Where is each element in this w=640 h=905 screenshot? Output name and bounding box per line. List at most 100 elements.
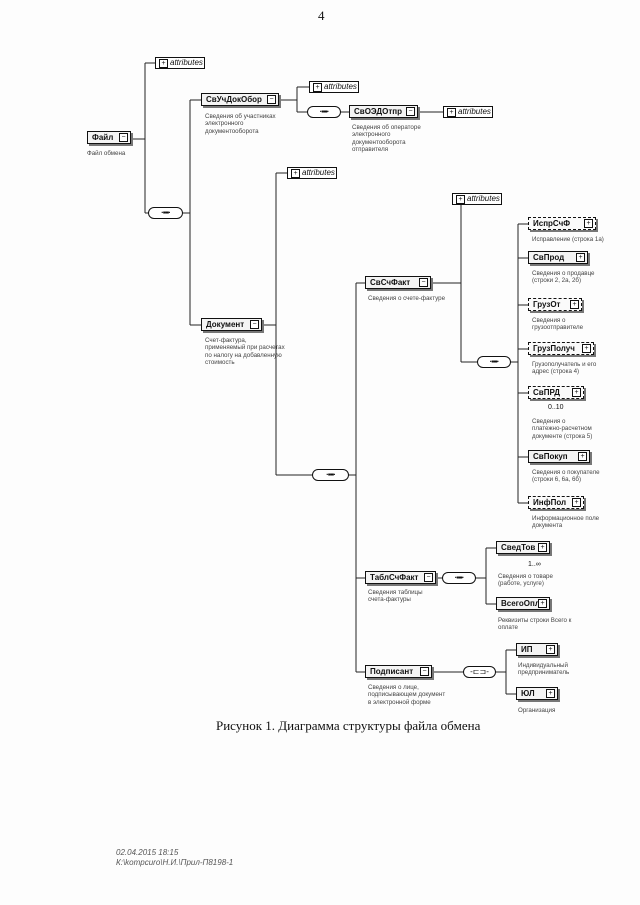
collapse-icon[interactable]: − (420, 667, 429, 676)
expand-icon[interactable]: + (447, 108, 456, 117)
footer-path: К:\kompcuro\Н.И.\Прил-П8198-1 (116, 858, 234, 867)
sequence-compositor[interactable]: ·▪▪▪· (477, 356, 511, 368)
attributes-label: attributes (467, 194, 500, 203)
node-svedtov-label: СведТов (501, 543, 536, 552)
expand-icon[interactable]: + (313, 83, 322, 92)
node-svschfakt[interactable]: СвСчФакт − (365, 276, 431, 289)
node-file-desc: Файл обмена (87, 150, 126, 157)
node-svedtov[interactable]: СведТов + (496, 541, 550, 554)
node-svprod-desc: Сведения о продавце (строки 2, 2а, 2б) (532, 270, 595, 285)
node-svprd-multiplicity: 0..10 (548, 404, 564, 411)
node-gruzpoluch[interactable]: ГрузПолуч + (528, 342, 594, 355)
node-isprschf-desc: Исправление (строка 1а) (532, 236, 604, 243)
node-gruzpoluch-desc: Грузополучатель и его адрес (строка 4) (532, 361, 597, 376)
sequence-compositor[interactable]: ·▪▪▪· (442, 572, 476, 584)
node-document-desc: Счет-фактура, применяемый при расчетах п… (205, 337, 285, 367)
sequence-icon: ·▪▪▪· (326, 470, 336, 479)
sequence-compositor[interactable]: ·▪▪▪· (312, 469, 349, 481)
expand-icon[interactable]: + (576, 253, 585, 262)
node-svedtov-desc: Сведения о товаре (работе, услуге) (498, 573, 553, 588)
collapse-icon[interactable]: − (250, 320, 259, 329)
attributes-file[interactable]: + attributes (155, 57, 205, 69)
node-podpisant-desc: Сведения о лице, подписывающем документ … (368, 684, 446, 706)
node-document[interactable]: Документ − (201, 318, 262, 331)
node-svprod-label: СвПрод (533, 253, 565, 262)
node-svuchdokobor[interactable]: СвУчДокОбор − (201, 93, 279, 106)
node-ip-desc: Индивидуальный предприниматель (518, 662, 570, 677)
node-svpokup-desc: Сведения о покупателе (строки 6, 6а, 6б) (532, 469, 600, 484)
node-infpol[interactable]: ИнфПол + (528, 496, 584, 509)
sequence-icon: ·▪▪▪· (454, 573, 465, 582)
expand-icon[interactable]: + (546, 645, 555, 654)
attributes-label: attributes (324, 82, 357, 91)
expand-icon[interactable]: + (572, 498, 581, 507)
sequence-compositor[interactable]: ·▪▪▪· (307, 106, 341, 118)
collapse-icon[interactable]: − (424, 573, 433, 582)
expand-icon[interactable]: + (546, 689, 555, 698)
expand-icon[interactable]: + (570, 300, 579, 309)
expand-icon[interactable]: + (538, 599, 547, 608)
sequence-compositor[interactable]: ·▪▪▪· (148, 207, 183, 219)
attributes-label: attributes (458, 107, 491, 116)
node-yul-desc: Организация (518, 707, 556, 714)
figure-caption: Рисунок 1. Диаграмма структуры файла обм… (216, 718, 481, 733)
expand-icon[interactable]: + (291, 169, 300, 178)
node-yul[interactable]: ЮЛ + (516, 687, 558, 700)
expand-icon[interactable]: + (572, 388, 581, 397)
sequence-icon: ·▪▪▪· (489, 357, 500, 366)
expand-icon[interactable]: + (538, 543, 547, 552)
expand-icon[interactable]: + (578, 452, 587, 461)
expand-icon[interactable]: + (584, 219, 593, 228)
node-svschfakt-label: СвСчФакт (370, 278, 411, 287)
node-svpokup-label: СвПокуп (533, 452, 568, 461)
node-svprod[interactable]: СвПрод + (528, 251, 588, 264)
attributes-svuchdokobor[interactable]: + attributes (309, 81, 359, 93)
attributes-document[interactable]: + attributes (287, 167, 337, 179)
attributes-label: attributes (302, 168, 335, 177)
node-vsegoopl-label: ВсегоОпл (501, 599, 540, 608)
node-document-label: Документ (206, 320, 245, 329)
choice-compositor[interactable]: -⊏⊐- (463, 666, 496, 678)
attributes-svschfakt[interactable]: + attributes (452, 193, 502, 205)
node-tablschfakt-desc: Сведения таблицы счета-фактуры (368, 589, 423, 604)
node-gruzot[interactable]: ГрузОт + (528, 298, 582, 311)
node-svprd-label: СвПРД (533, 388, 560, 397)
attributes-label: attributes (170, 58, 203, 67)
node-podpisant[interactable]: Подписант − (365, 665, 432, 678)
node-ip[interactable]: ИП + (516, 643, 558, 656)
collapse-icon[interactable]: − (406, 107, 415, 116)
node-svpokup[interactable]: СвПокуп + (528, 450, 590, 463)
node-svprd[interactable]: СвПРД + (528, 386, 584, 399)
node-isprschf-label: ИспрСчФ (533, 219, 571, 228)
node-vsegoopl-desc: Реквизиты строки Всего к оплате (498, 617, 572, 632)
node-gruzpoluch-label: ГрузПолуч (533, 344, 575, 353)
node-svoedotpr[interactable]: СвОЭДОтпр − (349, 105, 418, 118)
sequence-icon: ·▪▪▪· (319, 107, 330, 116)
expand-icon[interactable]: + (582, 344, 591, 353)
node-file[interactable]: Файл − (87, 131, 131, 144)
page-number: 4 (318, 8, 325, 23)
node-vsegoopl[interactable]: ВсегоОпл + (496, 597, 550, 610)
node-isprschf[interactable]: ИспрСчФ + (528, 217, 596, 230)
node-tablschfakt[interactable]: ТаблСчФакт − (365, 571, 436, 584)
node-svoedotpr-desc: Сведения об операторе электронного докум… (352, 124, 421, 154)
expand-icon[interactable]: + (159, 59, 168, 68)
node-gruzot-desc: Сведения о грузоотправителе (532, 317, 584, 332)
sequence-icon: ·▪▪▪· (161, 208, 171, 217)
collapse-icon[interactable]: − (419, 278, 428, 287)
node-infpol-desc: Информационное поле документа (532, 515, 600, 530)
choice-icon: -⊏⊐- (470, 667, 489, 676)
collapse-icon[interactable]: − (267, 95, 276, 104)
attributes-svoedotpr[interactable]: + attributes (443, 106, 493, 118)
node-svedtov-multiplicity: 1..∞ (528, 561, 541, 568)
node-ip-label: ИП (521, 645, 533, 654)
node-svuchdokobor-desc: Сведения об участниках электронного доку… (205, 113, 276, 135)
node-gruzot-label: ГрузОт (533, 300, 561, 309)
collapse-icon[interactable]: − (119, 133, 128, 142)
node-svschfakt-desc: Сведения о счете-фактуре (368, 295, 446, 302)
node-tablschfakt-label: ТаблСчФакт (370, 573, 419, 582)
expand-icon[interactable]: + (456, 195, 465, 204)
node-file-label: Файл (92, 133, 114, 142)
